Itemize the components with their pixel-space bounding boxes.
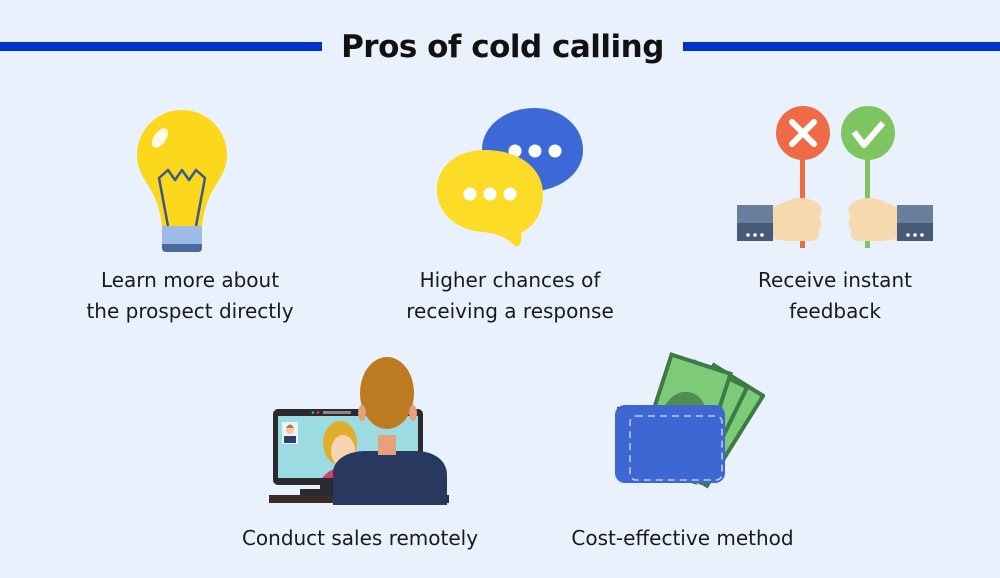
caption-line: Cost-effective method (571, 526, 794, 550)
video-call-icon (265, 355, 455, 505)
caption-line: receiving a response (406, 299, 614, 323)
header-divider-left (0, 42, 322, 51)
caption-line: Conduct sales remotely (241, 526, 479, 550)
wallet-money-icon (605, 350, 766, 500)
lightbulb-icon (135, 108, 230, 253)
item-higher-chances: Higher chances of receiving a response (370, 265, 650, 327)
item-remote-sales: Conduct sales remotely (210, 523, 510, 554)
item-cost-effective: Cost-effective method (540, 523, 825, 554)
chat-bubbles-icon (435, 108, 585, 250)
header-divider-right (683, 42, 1000, 51)
item-instant-feedback: Receive instant feedback (720, 265, 950, 327)
caption-line: Learn more about (100, 268, 280, 292)
page-title: Pros of cold calling (341, 29, 664, 65)
caption-line: the prospect directly (86, 299, 294, 323)
caption-line: Higher chances of (419, 268, 601, 292)
item-learn-more: Learn more about the prospect directly (40, 265, 340, 327)
caption-line: Receive instant (758, 268, 912, 292)
caption-line: feedback (789, 299, 881, 323)
feedback-signs-icon (735, 105, 935, 250)
